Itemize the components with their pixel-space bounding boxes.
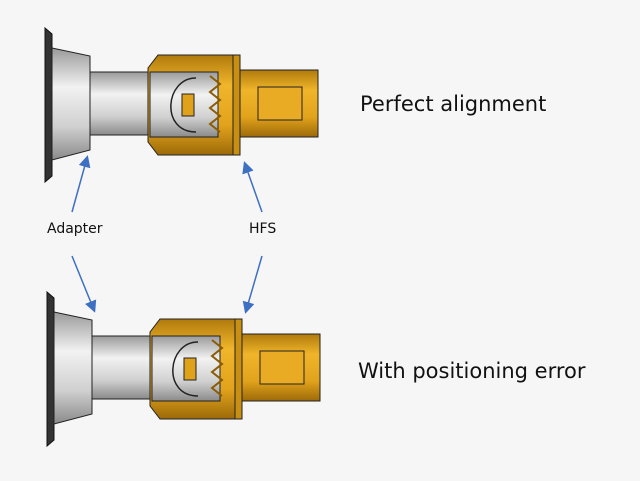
hfs-label: HFS <box>249 221 277 237</box>
adapter-arrow-top <box>71 155 91 213</box>
adapter-label: Adapter <box>47 221 103 237</box>
caption-perfect-alignment: Perfect alignment <box>360 92 547 116</box>
hfs-arrow-top <box>242 161 263 213</box>
adapter-arrow-bottom <box>71 255 97 313</box>
hfs-arrow-bottom <box>242 255 263 314</box>
connector-misaligned <box>46 291 321 447</box>
caption-positioning-error: With positioning error <box>358 359 586 383</box>
connector-aligned <box>44 27 319 183</box>
